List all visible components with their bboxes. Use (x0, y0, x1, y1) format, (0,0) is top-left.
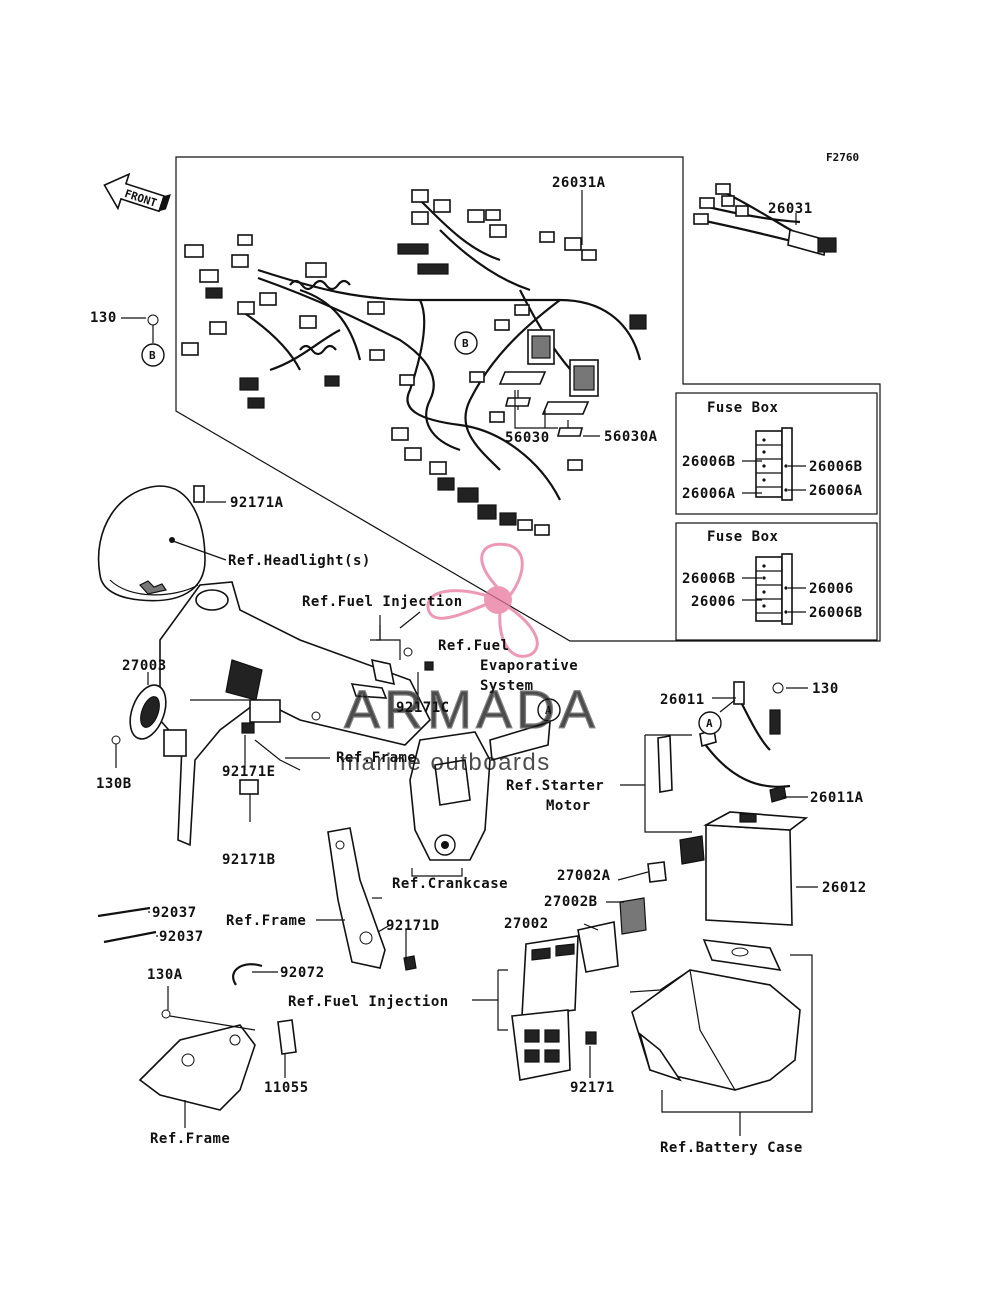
callout-fuel-injection-top: Ref.Fuel Injection (302, 594, 463, 610)
battery-case (629, 969, 801, 1091)
fuse-box-2-title: Fuse Box (707, 529, 779, 545)
callout-92171B: 92171B (222, 852, 276, 868)
callout-92037-a: 92037 (152, 905, 197, 921)
marker-a-right: A (698, 711, 722, 735)
sub-wiring-harness (693, 183, 837, 257)
main-wiring-harness (181, 189, 647, 536)
bolt-130B (111, 735, 121, 745)
fuse-box-2-right-label-2: 26006B (809, 605, 863, 621)
callout-26011: 26011 (660, 692, 705, 708)
callout-26011A: 26011A (810, 790, 864, 806)
figure-code: F2760 (826, 151, 859, 164)
callout-92171E: 92171E (222, 764, 276, 780)
callout-26012: 26012 (822, 880, 867, 896)
fuse-box-1-right-label-2: 26006A (809, 483, 863, 499)
relay-27002B (577, 897, 647, 973)
bolt-130-right (772, 682, 784, 694)
fuse-box-2-left-label-2: 26006 (691, 594, 736, 610)
marker-b-left: B (141, 343, 165, 367)
clamp-92171B (239, 779, 259, 795)
fuse-box-1-left-label-2: 26006A (682, 486, 736, 502)
bolt-130A (161, 1009, 171, 1019)
crankcase (409, 720, 551, 861)
fuse-box-2-left-label-1: 26006B (682, 571, 736, 587)
marker-b-harness: B (454, 331, 478, 355)
callout-56030: 56030 (505, 430, 550, 446)
callout-92037-b: 92037 (159, 929, 204, 945)
callout-headlight: Ref.Headlight(s) (228, 553, 371, 569)
watermark-tagline: marine outboards (340, 749, 551, 776)
frame-bottom-section (138, 1024, 256, 1111)
callout-27002: 27002 (504, 916, 549, 932)
callout-crankcase: Ref.Crankcase (392, 876, 508, 892)
bracket-11055 (277, 1019, 297, 1055)
callout-130-top: 130 (90, 310, 117, 326)
callout-130A: 130A (147, 967, 183, 983)
svg-text:A: A (706, 717, 713, 730)
callout-fuel-evap-line3: System (480, 678, 534, 694)
callout-fuel-evap-line2: Evaporative (480, 658, 578, 674)
battery-26012 (702, 811, 809, 972)
fuse-box-1-right-label-1: 26006B (809, 459, 863, 475)
cable-tie-92037-a (97, 906, 151, 918)
callout-27002B: 27002B (544, 894, 598, 910)
fuse-box-2-right-label-1: 26006 (809, 581, 854, 597)
harness-group-outline (175, 156, 881, 642)
callout-fuel-evap-line1: Ref.Fuel (438, 638, 509, 654)
callout-fuel-injection-lower: Ref.Fuel Injection (288, 994, 449, 1010)
headlight-shell (97, 485, 206, 602)
frame-lower-bracket (327, 827, 417, 971)
propeller-logo-icon (426, 542, 539, 658)
clamp-92171C (424, 661, 434, 671)
starter-relay (657, 681, 791, 865)
callout-labels: 26031A 26031 130 56030 56030A 92171A Ref… (90, 175, 867, 1156)
callout-26031: 26031 (768, 201, 813, 217)
svg-text:B: B (462, 337, 469, 350)
callout-130-right: 130 (812, 681, 839, 697)
callout-27002A: 27002A (557, 868, 611, 884)
callout-ref-frame-lower: Ref.Frame (226, 913, 306, 929)
callout-ref-frame-bottom: Ref.Frame (150, 1131, 230, 1147)
marker-a-mid: A (537, 698, 561, 722)
band-92072 (232, 963, 263, 986)
svg-text:B: B (149, 349, 156, 362)
watermark: ARMADA marine outboards (340, 542, 599, 776)
ecu-27002 (511, 935, 579, 1081)
leader-lines (115, 190, 818, 1136)
callout-92171D: 92171D (386, 918, 440, 934)
callout-92072: 92072 (280, 965, 325, 981)
watermark-brand: ARMADA (344, 680, 599, 740)
callout-92171: 92171 (570, 1080, 615, 1096)
callout-26031A: 26031A (552, 175, 606, 191)
horn-27003 (129, 684, 167, 740)
callout-starter-line1: Ref.Starter (506, 778, 604, 794)
bolt-130-top (147, 314, 159, 333)
motorcycle-frame (159, 581, 431, 847)
bracket-left (163, 729, 187, 757)
clamp-92171 (585, 1031, 597, 1045)
callout-11055: 11055 (264, 1080, 309, 1096)
callout-130B: 130B (96, 776, 132, 792)
callout-92171C: 92171C (396, 700, 450, 716)
fuse-box-1-title: Fuse Box (707, 400, 779, 416)
clamp-92171E (241, 722, 255, 734)
fuse-box-1-left-label-1: 26006B (682, 454, 736, 470)
callout-starter-line2: Motor (546, 798, 591, 814)
callout-27003: 27003 (122, 658, 167, 674)
fuse-box-1: Fuse Box 26006B 26006A 26006B 26006A (675, 392, 878, 515)
callout-92171A: 92171A (230, 495, 284, 511)
callout-56030A: 56030A (604, 429, 658, 445)
fuse-box-2: Fuse Box 26006B 26006 26006 26006B (675, 522, 878, 641)
callout-ref-frame-mid: Ref.Frame (336, 750, 416, 766)
cable-tie-92037-b (103, 930, 157, 944)
front-direction-arrow-icon: FRONT (103, 172, 171, 213)
callout-battery-case: Ref.Battery Case (660, 1140, 803, 1156)
svg-text:A: A (545, 704, 552, 717)
relay-27002A (647, 861, 667, 883)
